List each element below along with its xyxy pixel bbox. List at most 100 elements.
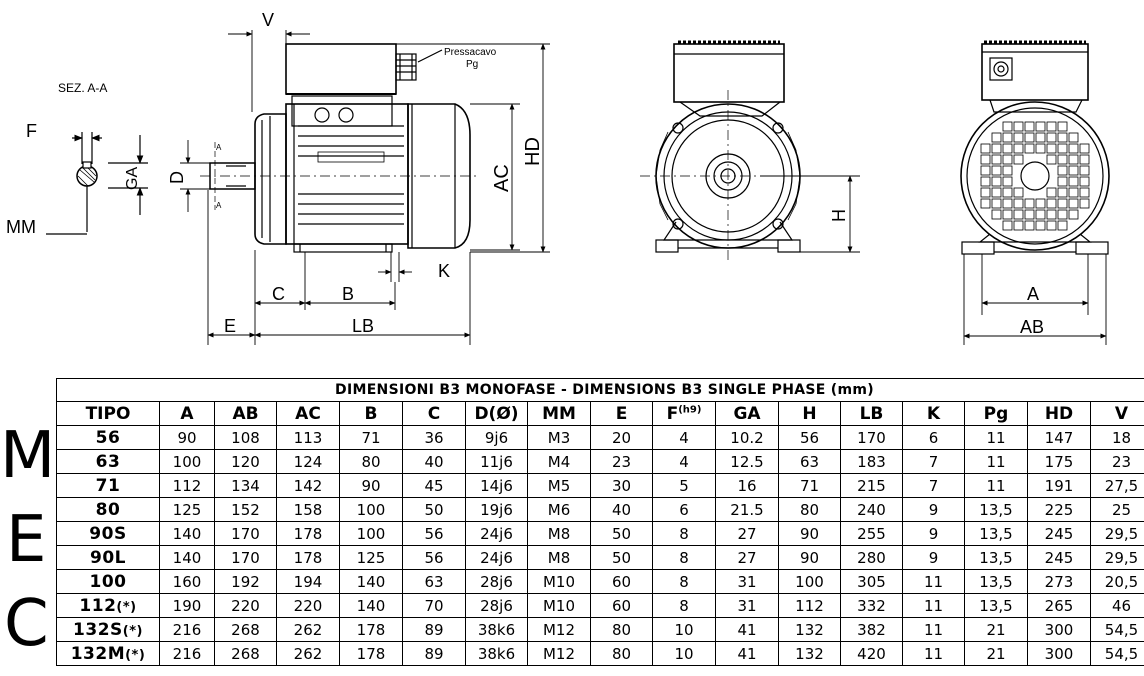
dim-label-v: V [262,10,274,30]
table-cell: 70 [402,593,466,618]
table-cell: 31 [715,569,779,594]
table-cell: 100 [159,449,215,474]
grille-slot [1035,220,1046,231]
table-cell: 113 [276,425,340,450]
table-cell: 14j6 [465,473,528,498]
dim-label-lb: LB [352,316,374,336]
grille-slot [1024,220,1035,231]
grille-slot [1079,165,1090,176]
table-cell: 216 [159,641,215,666]
table-cell: M12 [527,617,591,642]
grille-slot [1079,143,1090,154]
grille-slot [980,165,991,176]
grille-slot [1035,143,1046,154]
table-cell: 25 [1090,497,1144,522]
table-cell: 89 [402,617,466,642]
table-cell: 46 [1090,593,1144,618]
table-cell: 100 [339,521,403,546]
table-cell: M10 [527,593,591,618]
grille-slot [980,143,991,154]
dim-label-mm: MM [6,217,36,237]
table-cell: 245 [1027,545,1091,570]
table-cell: 23 [1090,449,1144,474]
table-cell: 89 [402,641,466,666]
table-cell: 13,5 [964,593,1028,618]
table-cell: 18 [1090,425,1144,450]
grille-slot [1057,209,1068,220]
table-cell: M3 [527,425,591,450]
table-cell: 38k6 [465,641,528,666]
grille-slot [1024,198,1035,209]
section-mark-top: A [216,143,222,152]
table-cell: 90 [778,521,841,546]
section-mark-bottom: A [216,201,222,210]
grille-slot [1057,121,1068,132]
table-cell: 41 [715,641,779,666]
table-cell: 24j6 [465,545,528,570]
table-cell: 140 [339,569,403,594]
table-cell: 9j6 [465,425,528,450]
grille-slot [1002,176,1013,187]
grille-slot [1068,198,1079,209]
tipo-cell: 63 [56,449,160,474]
table-cell: 19j6 [465,497,528,522]
grille-slot [1024,121,1035,132]
table-cell: 13,5 [964,545,1028,570]
table-cell: 11 [964,425,1028,450]
table-cell: 4 [652,449,716,474]
grille-slot [991,176,1002,187]
grille-slot [1013,220,1024,231]
grille-slot [1013,121,1024,132]
table-cell: M10 [527,569,591,594]
table-cell: 178 [339,641,403,666]
table-cell: 8 [652,569,716,594]
tipo-cell: 71 [56,473,160,498]
grille-slot [991,198,1002,209]
dim-label-c: C [272,284,285,304]
table-cell: 28j6 [465,593,528,618]
table-cell: 20 [590,425,653,450]
table-cell: 71 [778,473,841,498]
table-cell: 11 [964,449,1028,474]
grille-slot [1068,143,1079,154]
dim-label-a: A [1027,284,1039,304]
grille-slot [1068,209,1079,220]
table-cell: 56 [778,425,841,450]
mec-letter-m: M [0,419,56,493]
column-header: K [902,401,965,426]
grille-slot [1035,209,1046,220]
column-header: MM [527,401,591,426]
table-cell: 90 [778,545,841,570]
table-cell: 27,5 [1090,473,1144,498]
table-cell: 71 [339,425,403,450]
table-cell: 245 [1027,521,1091,546]
table-cell: 124 [276,449,340,474]
shaft-section-view [46,132,148,235]
tipo-cell: 100 [56,569,160,594]
rear-view-dimensions [963,254,1107,345]
grille-slot [991,143,1002,154]
table-cell: 21 [964,617,1028,642]
grille-slot [1013,154,1024,165]
table-cell: 63 [402,569,466,594]
grille-slot [980,198,991,209]
table-cell: 220 [214,593,277,618]
table-cell: 11 [902,617,965,642]
table-cell: 194 [276,569,340,594]
grille-slot [980,154,991,165]
dim-label-d: D [167,171,187,184]
grille-slot [1002,154,1013,165]
front-view-dimensions [760,175,860,253]
table-cell: 54,5 [1090,617,1144,642]
tipo-cell: 132S(*) [56,617,160,642]
table-cell: 50 [590,545,653,570]
dim-label-e: E [224,316,236,336]
dim-label-b: B [342,284,354,304]
dimensions-table: DIMENSIONI B3 MONOFASE - DIMENSIONS B3 S… [56,378,1144,666]
table-cell: 80 [778,497,841,522]
table-cell: 90 [159,425,215,450]
table-cell: 41 [715,617,779,642]
grille-slot [991,209,1002,220]
